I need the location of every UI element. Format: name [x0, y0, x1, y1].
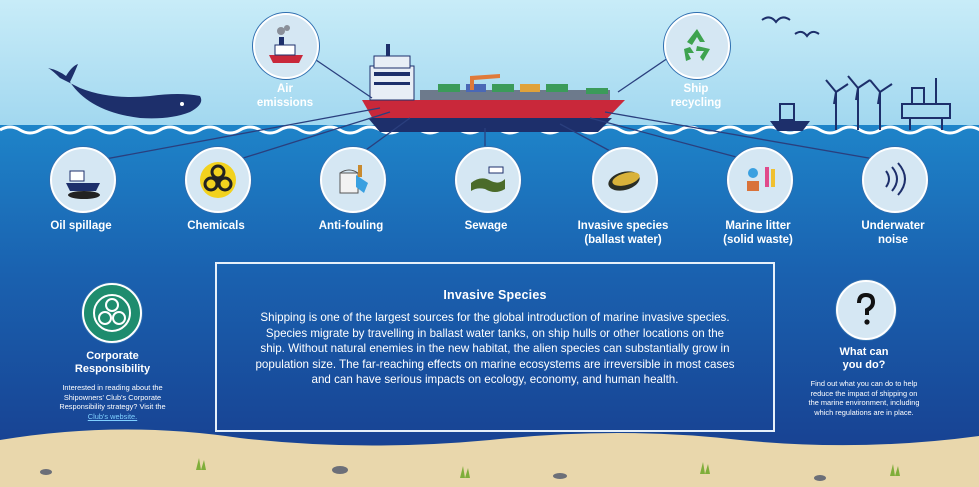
invasive-species-circle: [592, 147, 658, 213]
question-mark-icon: [857, 292, 876, 325]
air-emissions-circle: [253, 13, 319, 79]
horizon-illustration: [770, 75, 951, 131]
what-can-you-do-text: Find out what you can do to help reduce …: [808, 379, 920, 417]
chemicals-circle: [185, 147, 251, 213]
sound-wave-icon: [885, 162, 906, 196]
biohazard-icon: [200, 162, 236, 198]
connector-lines: [99, 57, 881, 161]
oil-spill-icon: [66, 170, 100, 199]
underwater-noise-circle: [862, 147, 928, 213]
oil-spillage-circle: [50, 147, 116, 213]
clubs-website-link[interactable]: Club's website.: [87, 411, 138, 421]
what-can-you-do-badge[interactable]: [836, 280, 896, 340]
info-box-title: Invasive Species: [443, 288, 547, 302]
litter-icon: [747, 167, 775, 191]
sewage-icon: [471, 166, 505, 192]
corporate-responsibility-icon: [93, 294, 131, 332]
corporate-responsibility-badge[interactable]: [82, 283, 142, 343]
invasive-species-info-box: Invasive Species Shipping is one of the …: [215, 262, 775, 432]
recycle-icon: [684, 29, 710, 61]
paint-can-icon: [339, 165, 368, 194]
marine-litter-label: Marine litter(solid waste): [723, 220, 793, 246]
ship-exhaust-icon: [269, 25, 303, 63]
marine-litter-circle: [727, 147, 793, 213]
ship-recycling-circle: [664, 13, 730, 79]
sewage-label: Sewage: [464, 220, 508, 232]
anti-fouling-circle: [320, 147, 386, 213]
invasive-species-label: Invasive species(ballast water): [577, 220, 669, 246]
whale-illustration: [48, 64, 202, 119]
corporate-responsibility-text: Interested in reading about the Shipowne…: [59, 383, 166, 421]
oil-spillage-label: Oil spillage: [50, 220, 112, 232]
anti-fouling-label: Anti-fouling: [318, 220, 384, 232]
chemicals-label: Chemicals: [187, 220, 245, 232]
mussel-icon: [608, 171, 640, 191]
cargo-ship-illustration: [362, 44, 625, 132]
info-box-text: Shipping is one of the largest sources f…: [255, 311, 735, 386]
sewage-circle: [455, 147, 521, 213]
